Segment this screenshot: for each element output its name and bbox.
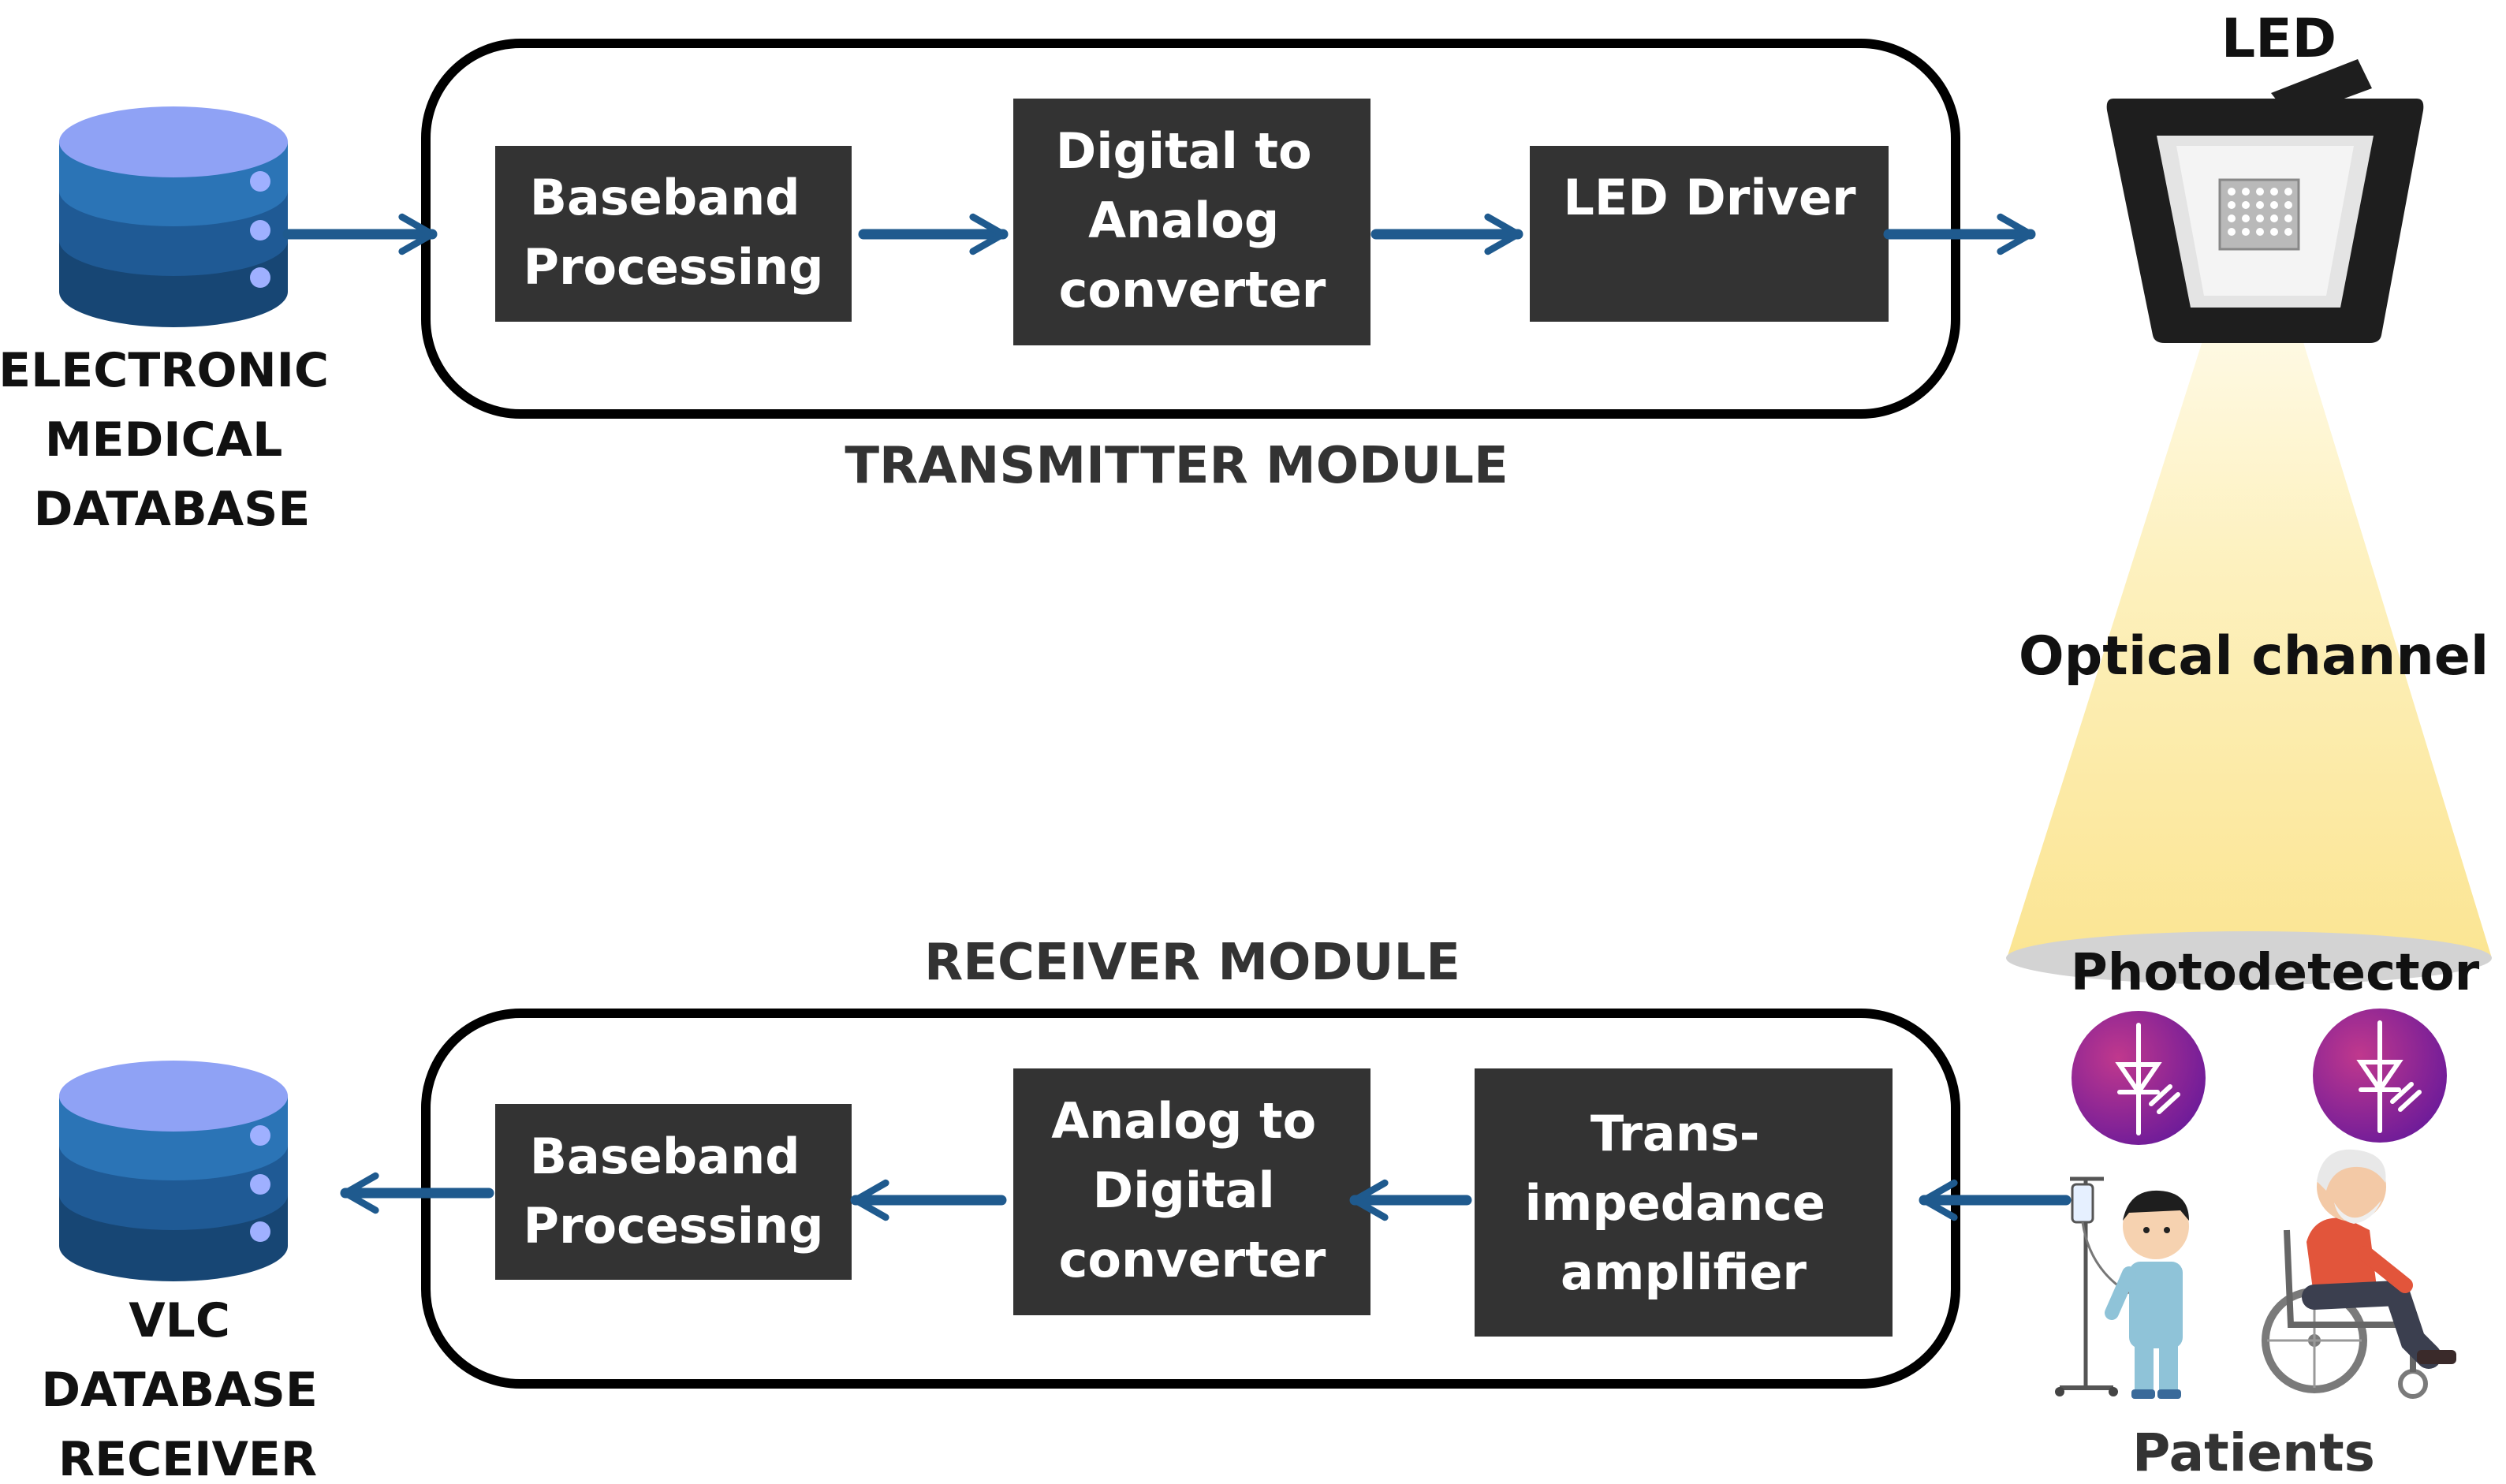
tx-dac-line-2: Analog — [1088, 192, 1279, 249]
photodetector-surface — [2006, 931, 2492, 985]
source-db-line-2: MEDICAL — [45, 412, 283, 468]
svg-text:Baseband Processing: Baseband Processing — [524, 1128, 824, 1255]
tx-block-dac: Digital to Analog converter — [1013, 99, 1370, 345]
sink-db-line-2: DATABASE — [41, 1363, 318, 1418]
svg-text:Analog to Digital: Analog to Digital converter — [1051, 1092, 1333, 1288]
floodlight-icon — [2106, 59, 2424, 343]
optical-beam — [2007, 237, 2492, 958]
rx-adc-line-2: Digital — [1093, 1161, 1275, 1219]
tx-led-driver-line-1: LED Driver — [1563, 169, 1856, 226]
photodiode-icon — [2072, 1011, 2206, 1145]
rx-arrows — [340, 1172, 2072, 1221]
tx-baseband-line-2: Processing — [524, 238, 824, 296]
source-database-label: ELECTRONIC MEDICAL DATABASE — [0, 343, 345, 537]
rx-adc-line-3: converter — [1059, 1231, 1326, 1288]
sink-db-line-3: RECEIVER — [58, 1432, 317, 1484]
source-db-line-3: DATABASE — [34, 482, 311, 537]
rx-block-adc: Analog to Digital converter — [1013, 1068, 1370, 1315]
sink-db-line-1: VLC — [129, 1293, 230, 1348]
rx-baseband-line-1: Baseband — [530, 1128, 800, 1185]
patient-in-wheelchair-icon — [2262, 1149, 2456, 1399]
led-label: LED — [2221, 8, 2336, 70]
tx-block-led-driver: LED Driver — [1530, 146, 1889, 322]
rx-tia-line-3: amplifier — [1561, 1244, 1807, 1301]
svg-text:Baseband Processing: Baseband Processing — [524, 169, 824, 296]
tx-dac-line-1: Digital to — [1056, 122, 1312, 180]
tx-baseband-line-1: Baseband — [530, 169, 800, 226]
source-database-icon — [59, 106, 288, 327]
rx-tia-line-1: Trans- — [1590, 1105, 1760, 1162]
tx-dac-line-3: converter — [1059, 261, 1326, 319]
sink-database-icon — [59, 1061, 288, 1281]
rx-block-tia: Trans- impedance amplifier — [1475, 1068, 1893, 1337]
source-db-line-1: ELECTRONIC — [0, 343, 329, 398]
sink-database-label: VLC DATABASE RECEIVER — [41, 1293, 334, 1484]
rx-block-baseband: Baseband Processing — [495, 1104, 852, 1280]
patients-label: Patients — [2132, 1422, 2375, 1483]
rx-baseband-line-2: Processing — [524, 1197, 824, 1255]
receiver-module-title: RECEIVER MODULE — [924, 934, 1460, 992]
photodiode-icon-2 — [2313, 1009, 2447, 1143]
optical-channel-label: Optical channel — [2019, 625, 2489, 688]
svg-text:Trans- impedance a: Trans- impedance amplifier — [1524, 1105, 1842, 1301]
transmitter-module-title: TRANSMITTER MODULE — [845, 437, 1508, 495]
rx-adc-line-1: Analog to — [1051, 1092, 1316, 1150]
rx-tia-line-2: impedance — [1524, 1174, 1825, 1232]
tx-block-baseband: Baseband Processing — [495, 146, 852, 322]
svg-text:Digital to Analog: Digital to Analog converter — [1056, 122, 1329, 319]
svg-text:LED Driver: LED Driver — [1563, 169, 1856, 226]
photodetector-label: Photodetector — [2071, 944, 2480, 1002]
patient-with-iv-icon — [2055, 1176, 2189, 1399]
